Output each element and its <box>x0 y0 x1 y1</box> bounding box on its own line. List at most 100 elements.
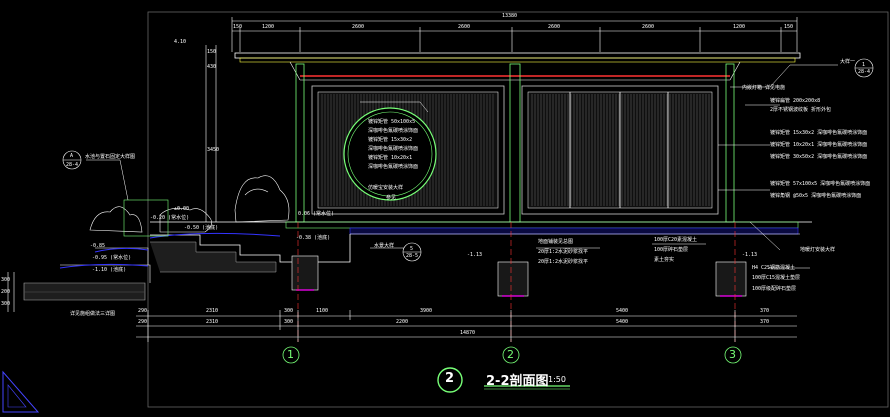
section-bubble <box>437 367 463 393</box>
dim-bottom: 2310 <box>206 319 219 325</box>
base-note: 100厚碎石垫层 <box>654 247 689 253</box>
drawing-scale: 1:50 <box>548 375 566 384</box>
base-note: 20厚1:2水泥砂浆找平 <box>538 259 589 265</box>
section-number: 2 <box>445 371 455 386</box>
dim-bottom: 300 <box>284 319 294 325</box>
left-dim-lines <box>7 45 217 312</box>
rock-note: 水池与置石固定大样图 <box>85 154 136 160</box>
rock-ref-bottom: 28-4 <box>66 162 79 168</box>
water-ref-bottom: 28-5 <box>406 253 419 259</box>
center-note: 深咖啡色氟碳喷涂饰面 <box>368 146 419 152</box>
center-note: 参见 <box>386 195 397 201</box>
dim-left: 150 <box>207 49 217 55</box>
elevation-label: 0.06 (常水位) <box>298 211 335 217</box>
center-note: 深咖啡色氟碳喷涂饰面 <box>368 164 419 170</box>
center-note: 镀锌矩管 15x30x2 <box>368 137 413 143</box>
leaders <box>86 64 838 269</box>
base-note: 素土夯实 <box>654 257 675 263</box>
foundations <box>291 255 747 297</box>
dim-bottom: 290 <box>138 308 148 314</box>
right-note: 2厚不锈钢波纹板 折形外包 <box>770 107 832 113</box>
base-note: H4 C25钢筋混凝土 <box>752 265 796 271</box>
frame-border <box>147 11 889 408</box>
dim-bottom: 5400 <box>616 319 629 325</box>
elevation-label: -0.50 (池底) <box>184 225 219 231</box>
corner-symbol <box>2 370 40 413</box>
moon-gate <box>343 107 437 201</box>
elevation-label: -0.38 (池底) <box>296 235 331 241</box>
elevation-label: -0.85 <box>90 243 106 249</box>
detail-ref-label: 大样一 <box>840 59 856 65</box>
dim-bottom: 1100 <box>316 308 329 314</box>
dim-bottom: 290 <box>138 319 148 325</box>
elevation-top: 4.10 <box>174 39 187 45</box>
right-screen-panel <box>521 85 719 215</box>
bottom-dim-lines <box>136 310 797 342</box>
axis-bubbles <box>282 346 742 364</box>
dim-bottom: 370 <box>760 319 770 325</box>
base-note: 地面铺装见总图 <box>538 239 574 245</box>
right-note: 镀锌矩管 15x30x2 深咖啡色氟碳喷涂饰面 <box>770 130 868 136</box>
dim-top: 1200 <box>733 24 746 30</box>
dim-top: 150 <box>784 24 794 30</box>
dim-total-bottom: 14870 <box>460 330 476 336</box>
right-note: 镀锌角钢 @50x5 深咖啡色氟碳喷涂饰面 <box>770 193 862 199</box>
dim-top: 2600 <box>642 24 655 30</box>
center-note: 深咖啡色氟碳喷涂饰面 <box>368 128 419 134</box>
base-note: 100厚级配碎石垫层 <box>752 286 797 292</box>
dim-left: 430 <box>207 64 217 70</box>
right-note: 镀锌矩管 57x100x5 深咖啡色氟碳喷涂饰面 <box>770 181 871 187</box>
elevation-label: -1.10 (池底) <box>92 267 127 273</box>
dim-bottom: 2200 <box>396 319 409 325</box>
right-note: 内嵌灯箱 详见电施 <box>742 85 786 91</box>
dim-top: 2600 <box>352 24 365 30</box>
dim-top: 2600 <box>458 24 471 30</box>
dim-left: 200 <box>1 289 11 295</box>
elevation-label: -1.13 <box>742 252 758 258</box>
dim-top: 1200 <box>262 24 275 30</box>
dim-left: 3450 <box>207 147 220 153</box>
water-ref-label: 水景大样 <box>374 243 395 249</box>
left-screen-panel <box>311 85 505 215</box>
elevation-label: -0.95 (常水位) <box>92 255 132 261</box>
elevation-label: -0.20 (常水位) <box>150 215 190 221</box>
dim-bottom: 2310 <box>206 308 219 314</box>
axis-label: 1 <box>287 348 294 361</box>
ground-platform <box>150 221 812 235</box>
right-note: 镀锌矩管 10x20x1 深咖啡色氟碳喷涂饰面 <box>770 142 868 148</box>
dim-total-top: 13380 <box>502 13 518 19</box>
top-dim-lines <box>231 17 798 52</box>
right-note: 镀锌矩管 30x50x2 深咖啡色氟碳喷涂饰面 <box>770 154 868 160</box>
dim-bottom: 3900 <box>420 308 433 314</box>
center-note: 镀锌矩管 50x100x5 <box>368 119 416 125</box>
drawing-title: 2-2剖面图 <box>486 374 549 389</box>
elevation-label: ±0.00 <box>174 206 190 212</box>
water-feature <box>23 232 351 301</box>
dim-top: 150 <box>233 24 243 30</box>
dim-left: 300 <box>1 301 11 307</box>
dim-bottom: 370 <box>760 308 770 314</box>
detail-ref-top: 1 <box>862 62 866 68</box>
detail-ref-bottom: 28-4 <box>858 69 871 75</box>
dim-bottom: 5400 <box>616 308 629 314</box>
axis-label: 3 <box>729 348 736 361</box>
dim-left: 300 <box>1 277 11 283</box>
elevation-label: -1.13 <box>467 252 483 258</box>
right-note: 镀锌扁管 200x200x8 <box>770 98 821 104</box>
light-note: 地暖灯安装大样 <box>800 247 836 253</box>
reference-bubbles <box>62 58 874 262</box>
bottom-note: 详见施组做法三详图 <box>70 311 116 317</box>
base-note: 100厚C20素混凝土 <box>654 237 698 243</box>
center-note: 镀锌矩管 10x20x1 <box>368 155 413 161</box>
dim-bottom: 300 <box>284 308 294 314</box>
water-ref-top: 5 <box>410 246 414 252</box>
rock-planting <box>89 175 290 237</box>
axis-label: 2 <box>507 348 514 361</box>
base-note: 100厚C15混凝土垫层 <box>752 275 801 281</box>
dim-top: 2600 <box>548 24 561 30</box>
rock-ref-top: A <box>70 153 74 159</box>
center-note: 仿暖宝安装大样 <box>368 185 404 191</box>
roof <box>234 52 801 81</box>
base-note: 20厚1:2水泥砂浆找平 <box>538 249 589 255</box>
